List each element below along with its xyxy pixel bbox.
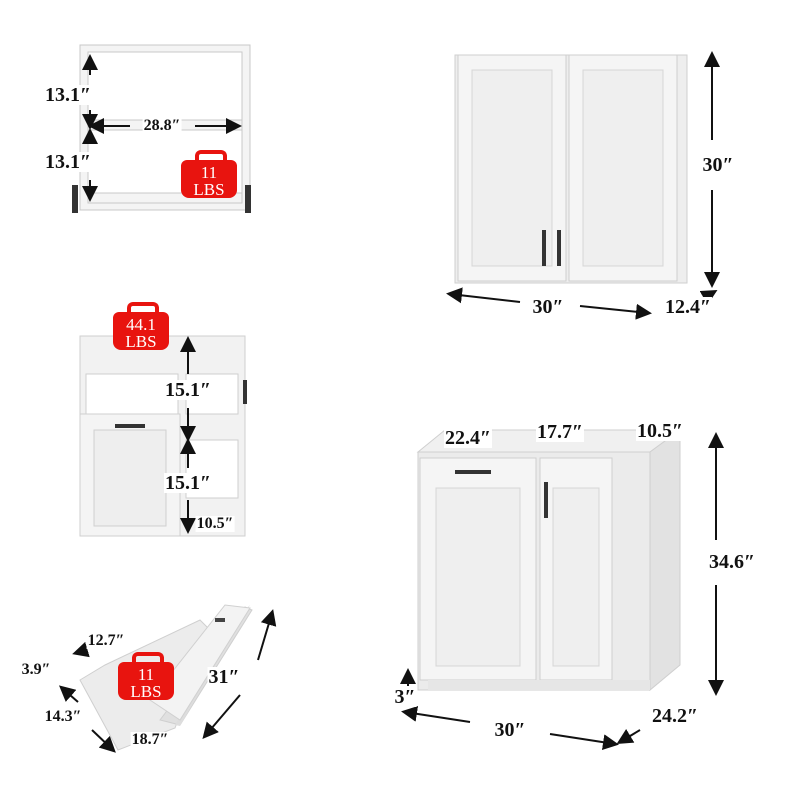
wall-cabinet-drawing <box>454 54 688 284</box>
base-cabinet-depth: 24.2″ <box>650 705 700 727</box>
base-interior-shelf-depth: 10.5″ <box>195 515 235 532</box>
wall-cabinet-interior-drawing <box>72 44 251 213</box>
wall-interior-dimension-lines <box>82 54 242 202</box>
base-hamper-depth: 22.4″ <box>443 427 493 449</box>
wall-interior-shelf-width: 28.8″ <box>142 117 182 134</box>
weight-badge-base: 44.1 LBS <box>113 302 169 350</box>
base-cabinet-dimension-lines <box>400 432 724 751</box>
weight-handle-icon <box>132 652 164 670</box>
hamper-dimension-lines <box>58 609 277 753</box>
hamper-side: 14.3″ <box>43 708 83 725</box>
weight-handle-icon <box>127 302 159 320</box>
weight-bag-icon <box>118 662 174 700</box>
weight-unit: LBS <box>193 180 225 199</box>
weight-handle-icon <box>195 150 227 168</box>
weight-badge-wall: 11 LBS <box>181 150 237 198</box>
wall-cabinet-depth: 12.4″ <box>663 296 713 318</box>
weight-value: 44.1 <box>126 315 156 334</box>
weight-bag-icon <box>113 312 169 350</box>
base-toe-kick: 3″ <box>393 686 417 708</box>
wall-cabinet-width: 30″ <box>531 296 565 318</box>
weight-value: 11 <box>200 163 218 182</box>
wall-interior-shelf-height-bottom: 13.1″ <box>43 151 93 173</box>
wall-cabinet-height: 30″ <box>701 154 735 176</box>
base-cabinet-drawing <box>416 429 682 692</box>
base-interior-upper-opening: 15.1″ <box>163 379 213 401</box>
hamper-bottom-width: 18.7″ <box>130 731 170 748</box>
wall-interior-shelf-height-top: 13.1″ <box>43 84 93 106</box>
weight-unit: LBS <box>130 682 162 701</box>
hamper-top-width: 12.7″ <box>86 632 126 649</box>
hamper-door-height: 31″ <box>207 666 241 688</box>
base-side-width: 10.5″ <box>635 420 685 442</box>
wall-cabinet-dimension-lines <box>446 51 720 320</box>
weight-badge-hamper: 11 LBS <box>118 652 174 700</box>
base-cabinet-interior-drawing <box>79 335 247 537</box>
hamper-bin-depth: 3.9″ <box>20 661 52 678</box>
weight-unit: LBS <box>125 332 157 351</box>
weight-value: 11 <box>137 665 155 684</box>
base-cabinet-height: 34.6″ <box>707 551 757 573</box>
base-cabinet-width: 30″ <box>493 719 527 741</box>
weight-bag-icon <box>181 160 237 198</box>
base-hamper-width: 17.7″ <box>535 421 585 443</box>
base-interior-lower-opening: 15.1″ <box>163 472 213 494</box>
